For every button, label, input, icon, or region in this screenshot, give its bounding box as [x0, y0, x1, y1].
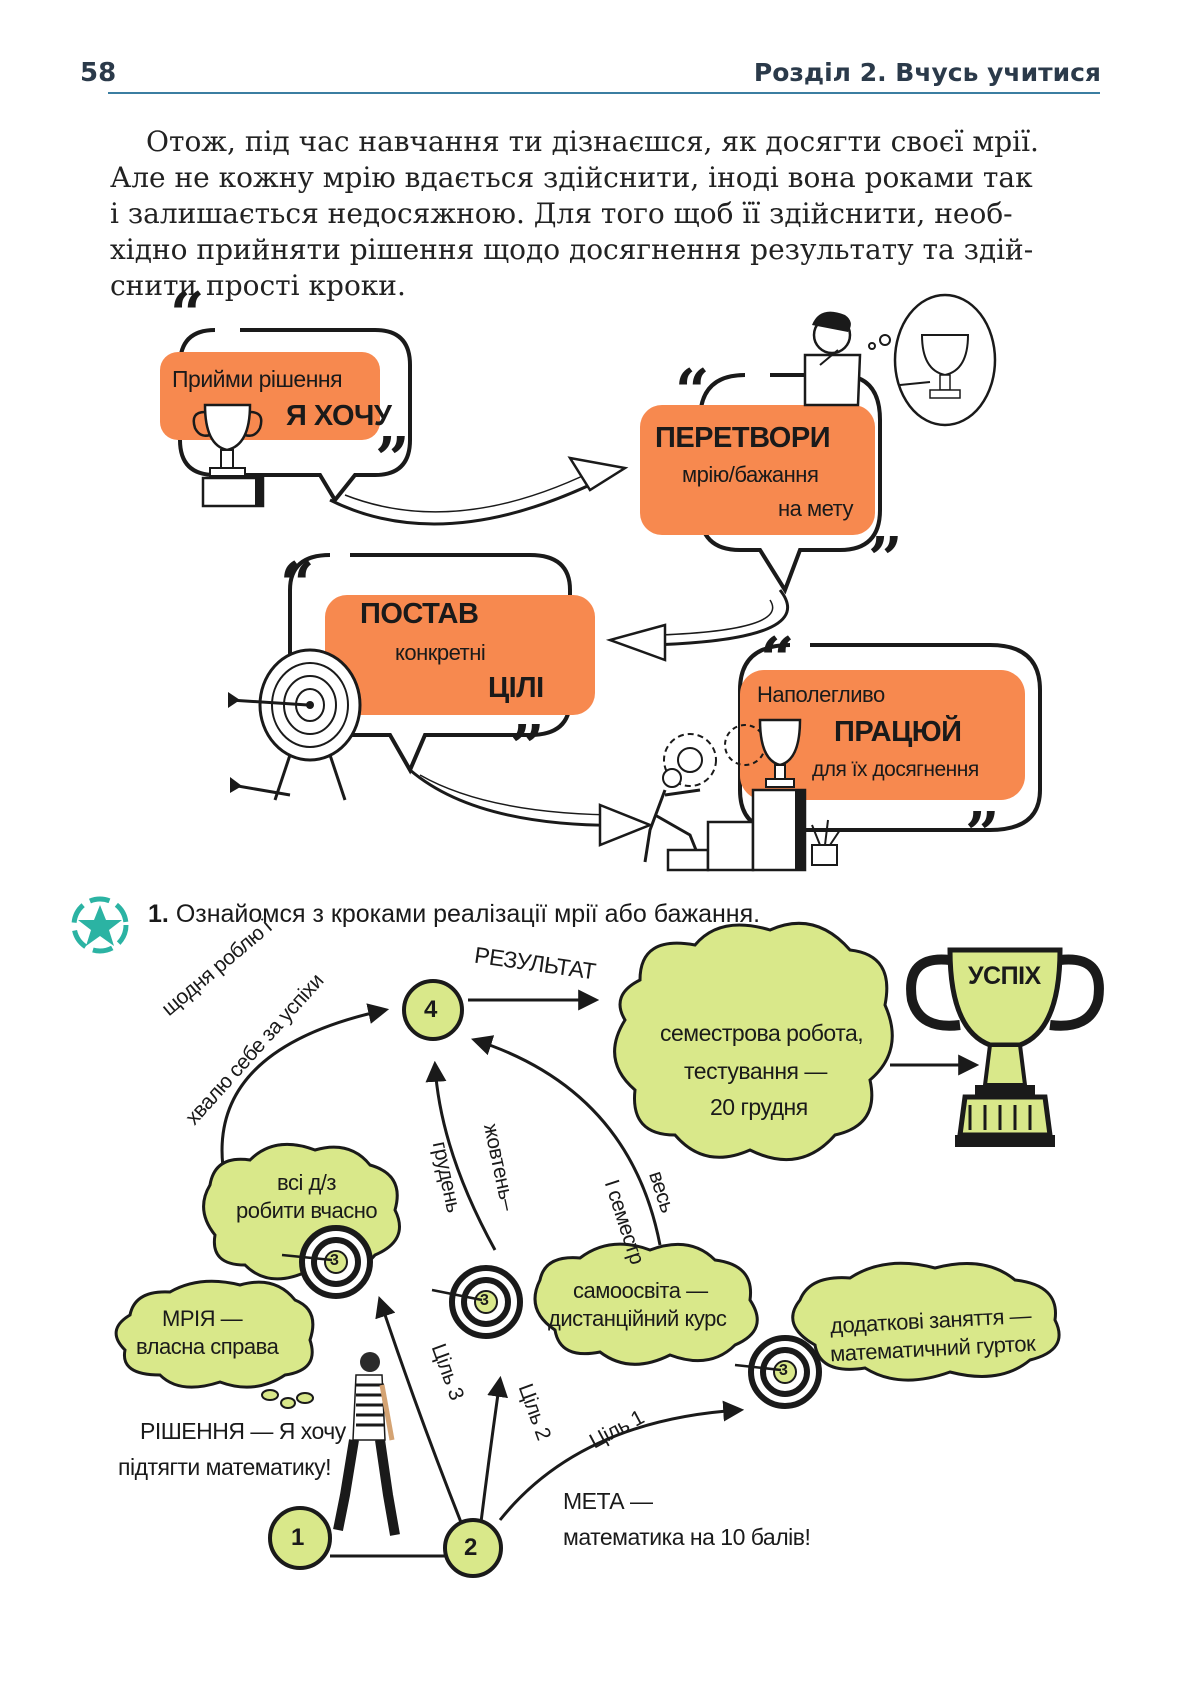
- thought-bubble: [868, 293, 997, 427]
- success-label: УСПІХ: [968, 962, 1041, 990]
- flow-arrow: [329, 468, 621, 526]
- step2-line2: мрію/бажання: [682, 462, 819, 487]
- svg-text:“: “: [675, 357, 710, 427]
- svg-text:”: ”: [965, 800, 1000, 870]
- node-4: [402, 979, 464, 1041]
- target-number: 3: [480, 1292, 489, 1309]
- section-title: Розділ 2. Вчусь учитися: [753, 58, 1101, 87]
- svg-text:“: “: [760, 625, 795, 695]
- selfstudy-line1: самоосвіта —: [573, 1278, 708, 1303]
- task-instruction: 1. Ознайомся з кроками реалізації мрії а…: [148, 900, 760, 929]
- thinking-person-icon: [803, 311, 862, 407]
- goal-line1: МЕТА —: [563, 1488, 653, 1514]
- node-4-label: 4: [424, 996, 438, 1023]
- intro-line: снити прості кроки.: [110, 269, 406, 302]
- dream-line2: власна справа: [136, 1334, 279, 1359]
- climbing-person-icon: [643, 768, 702, 863]
- target-number: 3: [330, 1252, 339, 1269]
- star-task-icon: [71, 896, 129, 954]
- node-2: [443, 1518, 503, 1578]
- intro-line: Але не кожну мрію вдається здійснити, ін…: [110, 161, 1033, 194]
- node-1: [268, 1506, 332, 1570]
- step3-line1: ПОСТАВ: [360, 598, 479, 630]
- result-cloud-line1: семестрова робота,: [660, 1020, 864, 1046]
- intro-line: і залишається недосяжною. Для того щоб ї…: [110, 197, 1013, 230]
- result-cloud-line3: 20 грудня: [710, 1094, 808, 1120]
- step1-line2: Я ХОЧУ: [286, 400, 392, 432]
- selfstudy-line2: дистанційний курс: [548, 1306, 727, 1331]
- target-selfstudy-icon: [431, 1265, 523, 1339]
- trophy-icon: [192, 403, 265, 508]
- dream-cloud: [114, 1279, 315, 1409]
- homework-line2: робити вчасно: [236, 1198, 378, 1223]
- intro-line: Отож, під час навчання ти дізнаєшся, як …: [146, 125, 1039, 158]
- step3-bubble: “ ”: [280, 550, 595, 783]
- target-number: 3: [779, 1362, 788, 1379]
- step1-line1: Прийми рішення: [172, 366, 343, 392]
- decision-line1: РІШЕННЯ — Я хочу: [140, 1418, 346, 1444]
- page-number: 58: [80, 58, 117, 88]
- target-extra-icon: [734, 1335, 822, 1409]
- success-trophy-icon: [906, 947, 1104, 1147]
- node-2-label: 2: [464, 1534, 478, 1561]
- header-divider: [108, 92, 1100, 94]
- svg-text:”: ”: [868, 525, 903, 595]
- target-homework-icon: [281, 1225, 373, 1299]
- result-cloud: [613, 921, 894, 1162]
- map-connections: [220, 989, 980, 1558]
- intro-paragraph: Отож, під час навчання ти дізнаєшся, як …: [110, 124, 1100, 304]
- goal-line2: математика на 10 балів!: [563, 1524, 811, 1550]
- step4-line2: ПРАЦЮЙ: [834, 716, 962, 748]
- svg-text:”: ”: [510, 713, 545, 783]
- svg-text:”: ”: [375, 425, 410, 495]
- selfstudy-cloud: [533, 1242, 759, 1366]
- step2-bubble: “ ”: [640, 357, 903, 595]
- decision-line2: підтягти математику!: [118, 1454, 332, 1480]
- svg-text:“: “: [170, 280, 205, 350]
- result-cloud-line2: тестування —: [684, 1058, 827, 1084]
- step2-line1: ПЕРЕТВОРИ: [655, 422, 831, 454]
- walking-person-icon: [333, 1352, 400, 1536]
- step4-bubble: “ ”: [738, 625, 1042, 870]
- step2-line3: на мету: [778, 496, 853, 521]
- extra-cloud: [791, 1261, 1061, 1382]
- node-1-label: 1: [291, 1524, 305, 1551]
- step4-line3: для їх досягнення: [812, 758, 979, 781]
- task-number: 1.: [148, 900, 169, 928]
- step3-line2: конкретні: [395, 640, 486, 665]
- task-text: Ознайомся з кроками реалізації мрії або …: [175, 900, 761, 928]
- homework-line1: всі д/з: [277, 1170, 336, 1195]
- intro-line: хідно прийняти рішення щодо досягнення р…: [110, 233, 1034, 266]
- steps-icon: [666, 718, 841, 872]
- dream-line1: МРІЯ —: [162, 1306, 243, 1331]
- step4-line1: Наполегливо: [757, 682, 885, 707]
- target-icon: [228, 648, 362, 801]
- svg-text:“: “: [280, 550, 315, 620]
- flow-arrow: [649, 589, 790, 647]
- step3-line3: ЦІЛІ: [488, 672, 544, 704]
